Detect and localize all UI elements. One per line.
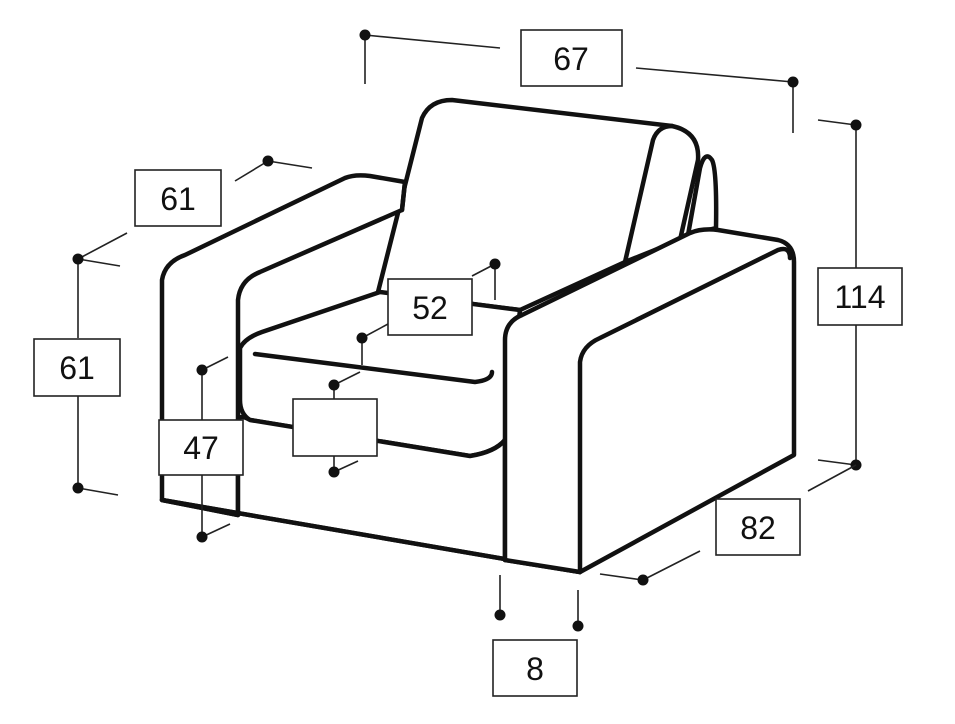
arm-depth-label: 61: [134, 169, 222, 227]
right-armrest: [502, 227, 797, 575]
width-label: 67: [520, 29, 623, 87]
seat-height-value: 47: [183, 430, 219, 466]
total-depth-label: 82: [715, 498, 801, 556]
arm-depth-value: 61: [160, 181, 196, 217]
back-cushion-rear: [685, 154, 719, 238]
arm-height-value: 61: [59, 350, 95, 386]
armchair-drawing: [159, 97, 797, 575]
right-armrest-front-panel: [577, 246, 793, 575]
leg-height-value: 8: [526, 651, 544, 687]
total-height-label: 114: [817, 267, 903, 326]
leg-height-label: 8: [492, 639, 578, 697]
back-cushion-side-seam: [622, 123, 675, 265]
cushion-thickness-label: [292, 398, 378, 457]
seat-depth-value: 52: [412, 290, 448, 326]
seat-depth-label: 52: [387, 278, 473, 336]
seat-height-label: 47: [158, 419, 244, 476]
left-armrest-inner-edge: [399, 179, 408, 213]
dimension-lines: [72, 29, 862, 632]
width-value: 67: [553, 41, 589, 77]
total-depth-value: 82: [740, 510, 776, 546]
total-height-value: 114: [834, 279, 885, 315]
arm-height-label: 61: [33, 338, 121, 397]
dimension-labels: 67 61 61 47 52 114 82: [33, 29, 903, 697]
seat-cushion-front-seam: [252, 351, 495, 385]
